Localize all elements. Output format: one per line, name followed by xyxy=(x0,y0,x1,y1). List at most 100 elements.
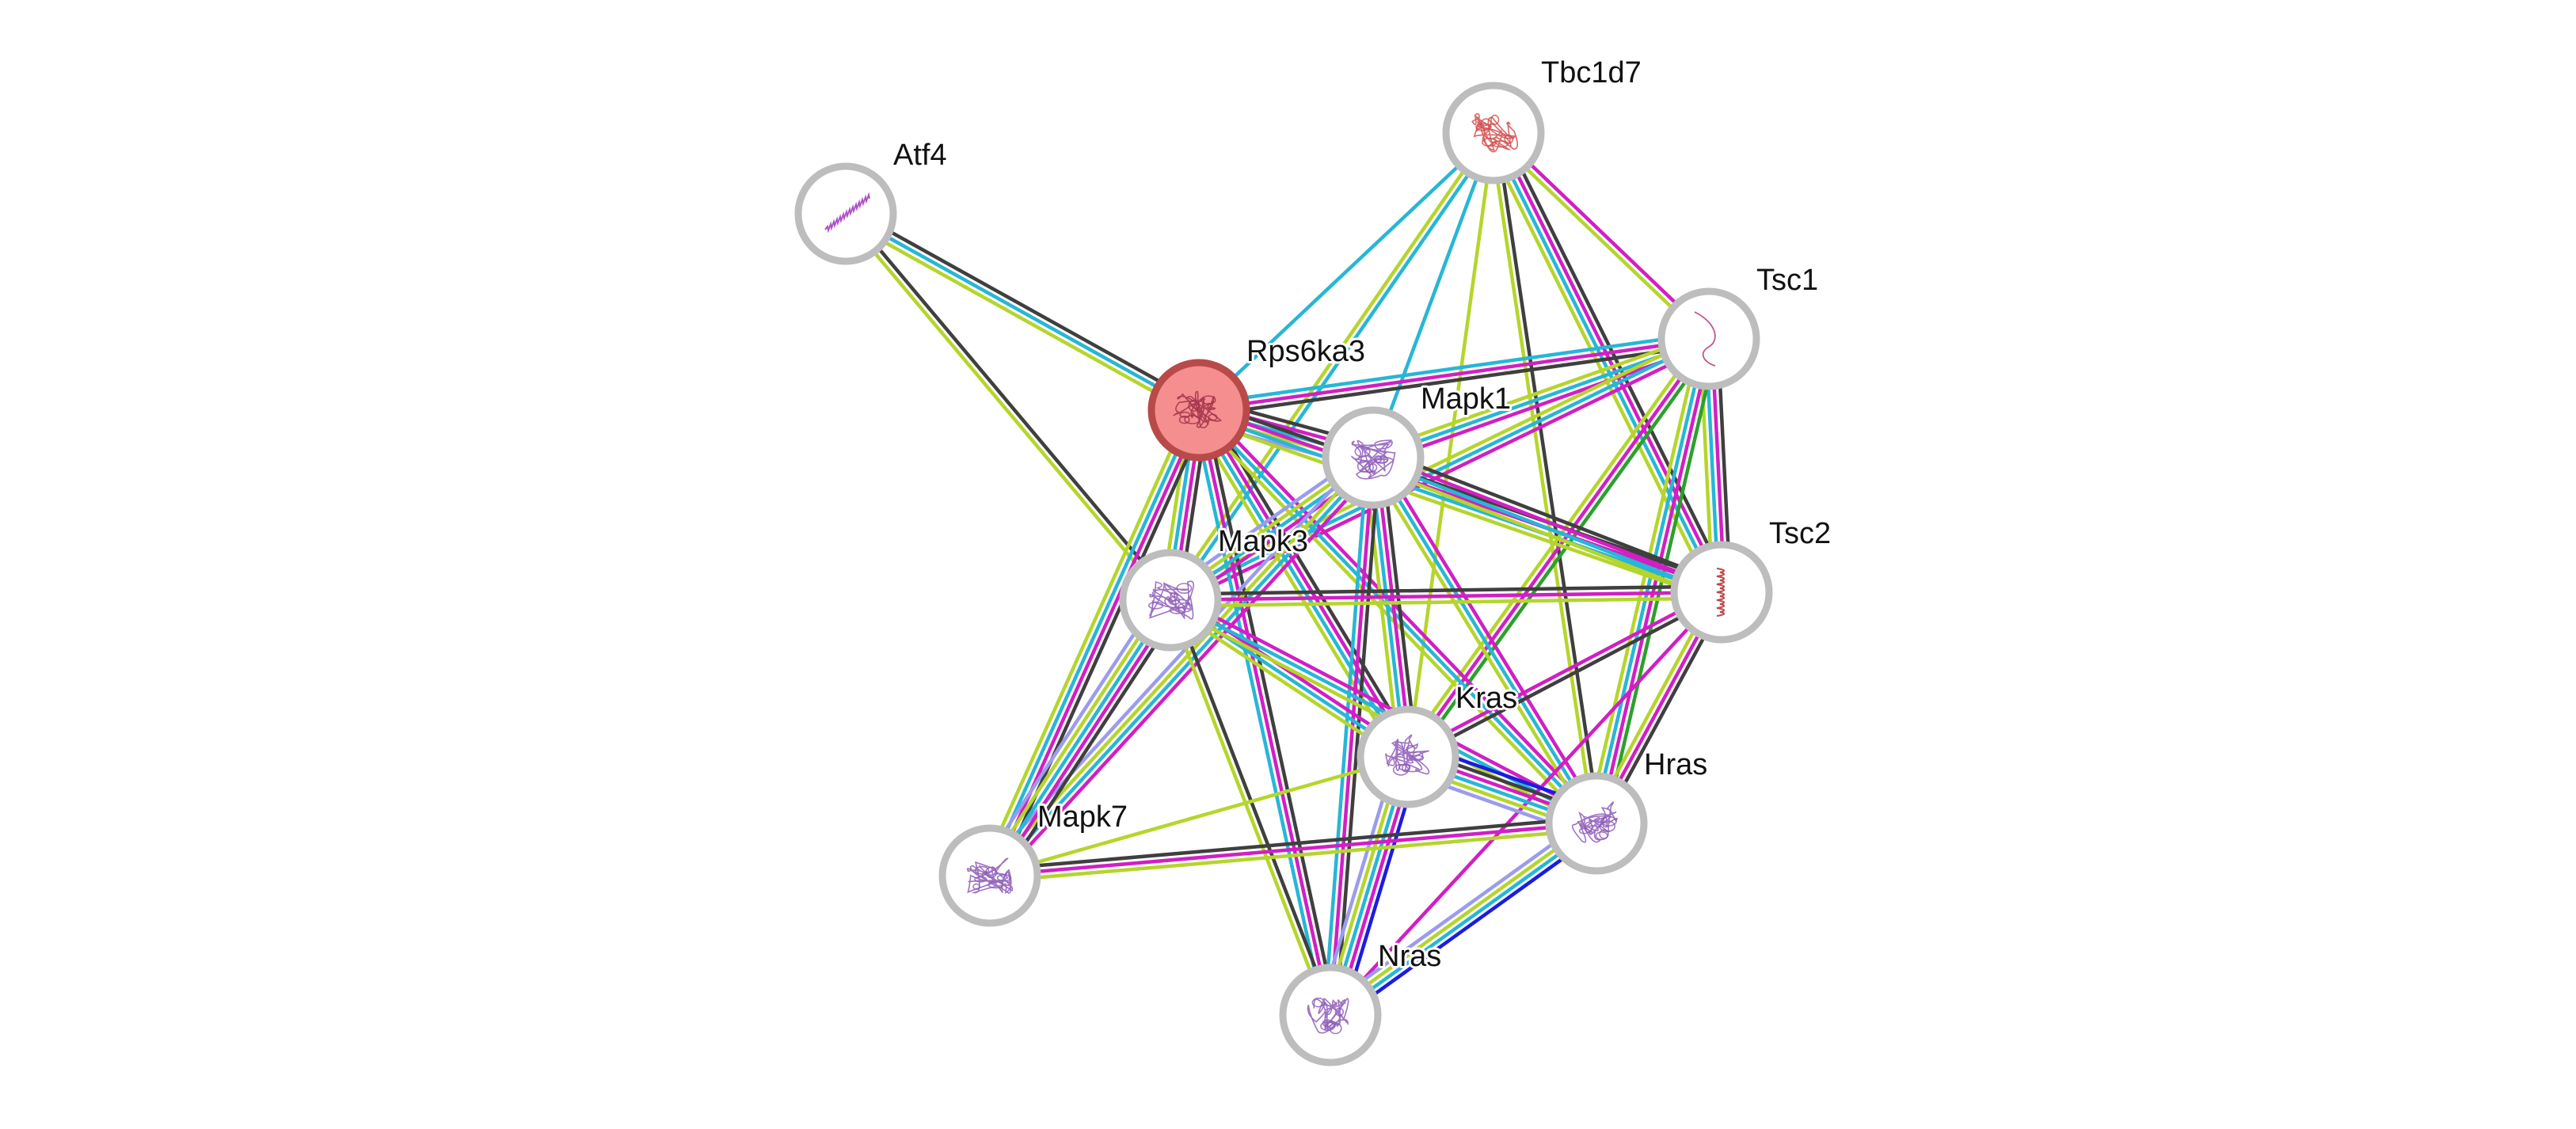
edge-line-coexpression xyxy=(1200,400,1726,586)
edge-line-textmining xyxy=(841,217,1198,417)
node-label-tbc1d7: Tbc1d7 xyxy=(1541,56,1642,89)
edge-mapk3-nras[interactable] xyxy=(1166,597,1335,1018)
edge-tbc1d7-hras[interactable] xyxy=(1489,131,1601,826)
edge-line-experiments xyxy=(1201,404,1603,822)
node-tsc2[interactable]: Tsc2 xyxy=(1670,515,1833,644)
structure-icon-atf4 xyxy=(824,192,870,234)
node-atf4[interactable]: Atf4 xyxy=(794,136,949,265)
structure-icon-tsc2 xyxy=(1716,568,1726,617)
edge-line-databases xyxy=(1330,823,1600,1020)
edge-line-databases xyxy=(1170,132,1498,604)
edge-tsc1-hras[interactable] xyxy=(1585,335,1720,827)
edge-line-neighborhood xyxy=(1603,339,1720,827)
edge-line-coexpression xyxy=(1374,447,1727,586)
edge-line-experiments xyxy=(1197,405,1725,591)
node-nras[interactable]: Nras xyxy=(1279,937,1444,1066)
edge-line-experiments xyxy=(995,462,1382,884)
edge-rps6ka3-tsc2[interactable] xyxy=(1194,400,1726,603)
edge-line-databases xyxy=(1197,131,1496,412)
edge-line-coexpression xyxy=(1197,343,1712,418)
edge-mapk7-hras[interactable] xyxy=(987,815,1599,884)
edge-tsc1-rps6ka3[interactable] xyxy=(1196,331,1712,418)
node-circle-tsc1[interactable] xyxy=(1657,287,1760,390)
structure-icon-kras xyxy=(1385,734,1430,776)
edge-line-databases xyxy=(843,211,1201,412)
edge-tsc2-kras[interactable] xyxy=(1405,587,1725,762)
node-circle-nras[interactable] xyxy=(1279,964,1382,1066)
edge-line-textmining xyxy=(1585,335,1703,823)
edge-line-experiments xyxy=(1168,590,1724,603)
edge-line-databases xyxy=(1371,131,1496,460)
node-circle-tsc2[interactable] xyxy=(1670,541,1773,644)
edge-line-experiments xyxy=(1328,590,1724,1017)
edge-line-homology xyxy=(1323,814,1593,1010)
node-tsc1[interactable]: Tsc1 xyxy=(1657,261,1821,390)
edge-mapk7-kras[interactable] xyxy=(987,755,1410,878)
node-kras[interactable]: Kras xyxy=(1356,679,1520,808)
edge-line-databases xyxy=(1371,455,1599,826)
node-label-mapk3: Mapk3 xyxy=(1218,525,1308,558)
edge-line-experiments xyxy=(993,601,1178,881)
node-rps6ka3[interactable]: Rps6ka3 xyxy=(1147,333,1368,462)
edge-line-textmining xyxy=(1368,464,1721,603)
edge-mapk1-tsc2[interactable] xyxy=(1368,447,1727,603)
edge-line-databases xyxy=(1168,598,1599,826)
node-label-kras: Kras xyxy=(1455,682,1517,715)
edge-rps6ka3-nras[interactable] xyxy=(1191,407,1338,1018)
edge-line-databases xyxy=(1322,455,1369,1017)
edge-mapk1-nras[interactable] xyxy=(1322,455,1381,1017)
edge-line-databases xyxy=(1191,409,1326,1018)
edge-line-experiments xyxy=(1197,336,1711,412)
edge-tbc1d7-rps6ka3[interactable] xyxy=(1197,131,1496,412)
edge-line-coexpression xyxy=(1494,131,1601,825)
node-label-tsc2: Tsc2 xyxy=(1769,517,1831,550)
edge-line-databases xyxy=(1194,409,1408,761)
edge-hras-nras[interactable] xyxy=(1323,814,1604,1024)
node-label-tsc1: Tsc1 xyxy=(1756,264,1818,297)
edge-line-coexpression xyxy=(1168,584,1724,596)
structure-icon-nras xyxy=(1307,997,1349,1035)
edge-line-textmining xyxy=(1366,458,1593,829)
edge-line-textmining xyxy=(841,214,1170,604)
edge-line-experiments xyxy=(1171,593,1601,820)
edge-line-textmining xyxy=(1166,599,1330,1018)
edge-line-coexpression xyxy=(1203,407,1338,1016)
edge-line-databases xyxy=(1197,408,1599,826)
edge-line-textmining xyxy=(1489,131,1596,826)
node-hras[interactable]: Hras xyxy=(1545,746,1710,875)
edge-atf4-mapk3[interactable] xyxy=(841,210,1175,604)
edge-line-experiments xyxy=(987,821,1599,878)
structure-icon-tbc1d7 xyxy=(1471,113,1519,153)
edge-line-experiments xyxy=(1494,130,1726,593)
node-mapk3[interactable]: Mapk3 xyxy=(1119,523,1311,652)
node-label-atf4: Atf4 xyxy=(893,139,947,172)
edge-line-coexpression xyxy=(998,604,1182,884)
edge-mapk3-mapk7[interactable] xyxy=(978,591,1182,884)
edge-line-experiments xyxy=(1597,337,1714,827)
edge-tbc1d7-mapk1[interactable] xyxy=(1371,131,1496,460)
structure-icon-tsc1 xyxy=(1694,311,1716,367)
edge-line-experiments xyxy=(1372,453,1725,591)
structure-icon-mapk1 xyxy=(1351,439,1396,480)
edge-line-databases xyxy=(1196,411,1723,597)
edge-line-databases xyxy=(1592,336,1708,825)
node-label-rps6ka3: Rps6ka3 xyxy=(1246,335,1365,368)
node-mapk1[interactable]: Mapk1 xyxy=(1322,380,1513,509)
edge-line-experiments xyxy=(1328,455,1376,1017)
edge-line-databases xyxy=(1196,331,1710,406)
node-mapk7[interactable]: Mapk7 xyxy=(938,798,1130,927)
edge-line-coexpression xyxy=(846,210,1175,600)
edge-mapk3-tsc2[interactable] xyxy=(1168,584,1724,608)
edge-line-textmining xyxy=(1326,819,1597,1015)
edge-line-experiments xyxy=(1197,408,1333,1017)
node-label-hras: Hras xyxy=(1644,748,1707,781)
edge-atf4-rps6ka3[interactable] xyxy=(841,207,1204,417)
node-circle-tbc1d7[interactable] xyxy=(1442,82,1545,184)
node-tbc1d7[interactable]: Tbc1d7 xyxy=(1442,54,1644,184)
edge-line-databases xyxy=(987,598,1173,878)
structure-icon-mapk3 xyxy=(1147,580,1194,620)
edge-line-experiments xyxy=(1199,406,1413,758)
edge-mapk1-hras[interactable] xyxy=(1366,452,1604,829)
edge-tsc2-nras[interactable] xyxy=(1328,590,1724,1017)
